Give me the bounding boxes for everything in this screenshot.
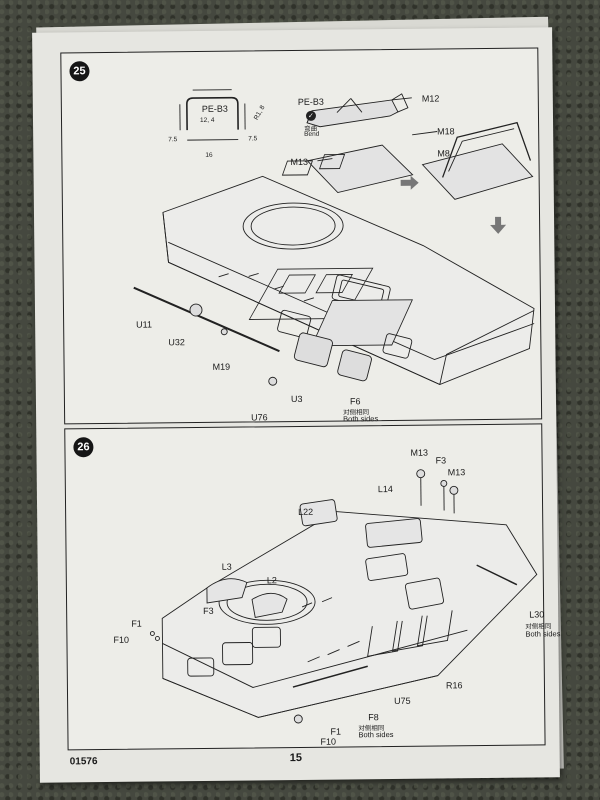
l30-note-en: Both sides xyxy=(525,629,561,639)
step-26-drawing xyxy=(149,469,538,724)
part-u75: U75 xyxy=(394,695,411,706)
part-l22: L22 xyxy=(298,506,314,517)
part-f1-a: F1 xyxy=(131,618,142,629)
part-m8: M8 xyxy=(437,148,450,159)
part-l2: L2 xyxy=(266,575,277,586)
part-f8: F8 xyxy=(368,712,379,723)
part-u11: U11 xyxy=(136,319,153,330)
page-number: 15 xyxy=(289,751,303,765)
step-25-panel: 25 xyxy=(60,47,543,425)
catalog-number: 01576 xyxy=(69,756,98,768)
part-l3: L3 xyxy=(221,561,232,572)
check-icon: ✓ xyxy=(305,110,317,121)
dim-right-height: 7.5 xyxy=(248,135,258,143)
part-f10-b: F10 xyxy=(320,736,337,747)
step-26-panel: 26 xyxy=(64,423,560,751)
part-u3: U3 xyxy=(290,393,303,405)
dim-left-height: 7.5 xyxy=(168,136,178,144)
part-f6: F6 xyxy=(349,396,361,407)
part-u76: U76 xyxy=(251,412,268,423)
part-m18: M18 xyxy=(437,126,455,137)
pe-b3-title: PE-B3 xyxy=(201,103,228,114)
part-f3-b: F3 xyxy=(203,605,214,616)
instruction-page: 25 xyxy=(32,27,560,783)
part-f3-a: F3 xyxy=(435,455,447,466)
part-f1-b: F1 xyxy=(330,726,341,737)
dim-top-width: 12, 4 xyxy=(199,116,215,124)
dim-bottom-width: 16 xyxy=(205,151,213,159)
part-r16: R16 xyxy=(445,680,463,691)
step-25-drawing xyxy=(133,89,535,386)
f8-note-en: Both sides xyxy=(358,729,394,740)
part-m13-b: M13 xyxy=(447,467,466,478)
part-m13: M13 xyxy=(290,156,309,168)
part-u32: U32 xyxy=(168,337,185,348)
part-l30: L30 xyxy=(529,609,545,620)
both-sides-en: Both sides xyxy=(343,414,379,424)
part-m19: M19 xyxy=(212,361,231,372)
part-m12: M12 xyxy=(421,93,440,104)
part-m13-a: M13 xyxy=(410,447,429,458)
part-l14: L14 xyxy=(377,483,393,495)
pe-b3-label: PE-B3 xyxy=(297,96,324,107)
bend-en: Bend xyxy=(304,130,320,138)
part-f10-a: F10 xyxy=(113,634,130,645)
